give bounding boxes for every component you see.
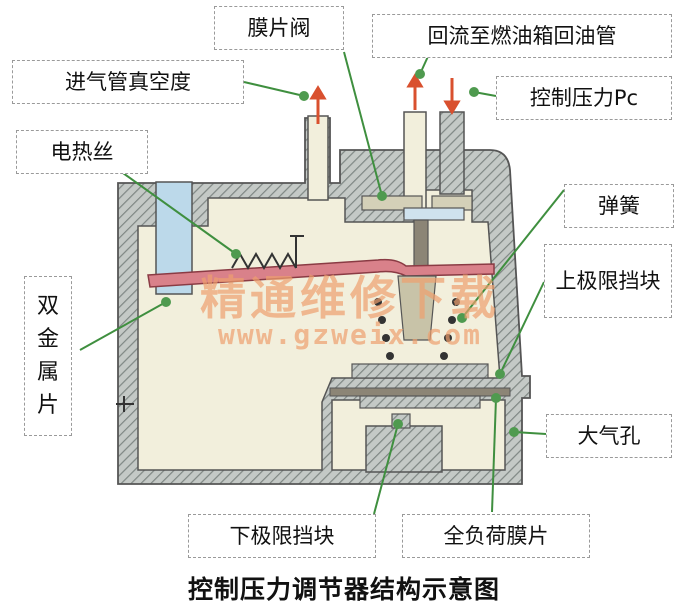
spring-coils [374, 298, 460, 360]
valve-disc [403, 207, 465, 221]
spring-cone [397, 275, 437, 341]
label-full-load-diaphragm: 全负荷膜片 [402, 514, 590, 558]
watermark-title: 精通维修下载 [200, 271, 500, 325]
label-atmosphere-hole: 大气孔 [546, 414, 672, 458]
control-pipe [439, 111, 465, 195]
valve-seat [361, 195, 423, 211]
label-diaphragm-valve: 膜片阀 [214, 6, 344, 50]
label-spring: 弹簧 [564, 184, 674, 228]
bimetal-strip [147, 258, 495, 288]
watermark-url: www.gzweix.com [217, 318, 482, 351]
diaphragm-upper [351, 363, 489, 379]
label-return-line: 回流至燃油箱回油管 [372, 14, 672, 58]
lower-stop-block [365, 425, 443, 473]
vacuum-pipe [307, 115, 329, 201]
label-heating-wire: 电热丝 [16, 130, 148, 174]
interior-cavity [137, 189, 501, 471]
leader-dots [161, 69, 519, 437]
label-bimetal: 双金属片 [24, 276, 72, 436]
label-intake-vacuum: 进气管真空度 [12, 60, 244, 104]
flow-arrows [309, 73, 461, 124]
diaphragm-lower [359, 395, 481, 409]
label-lower-stop: 下极限挡块 [188, 514, 376, 558]
diaphragm-membrane [329, 387, 511, 397]
heating-wire [231, 251, 297, 271]
label-upper-stop: 上极限挡块 [544, 244, 672, 318]
figure-caption: 控制压力调节器结构示意图 [187, 575, 500, 604]
label-control-pressure: 控制压力Pc [496, 76, 672, 120]
